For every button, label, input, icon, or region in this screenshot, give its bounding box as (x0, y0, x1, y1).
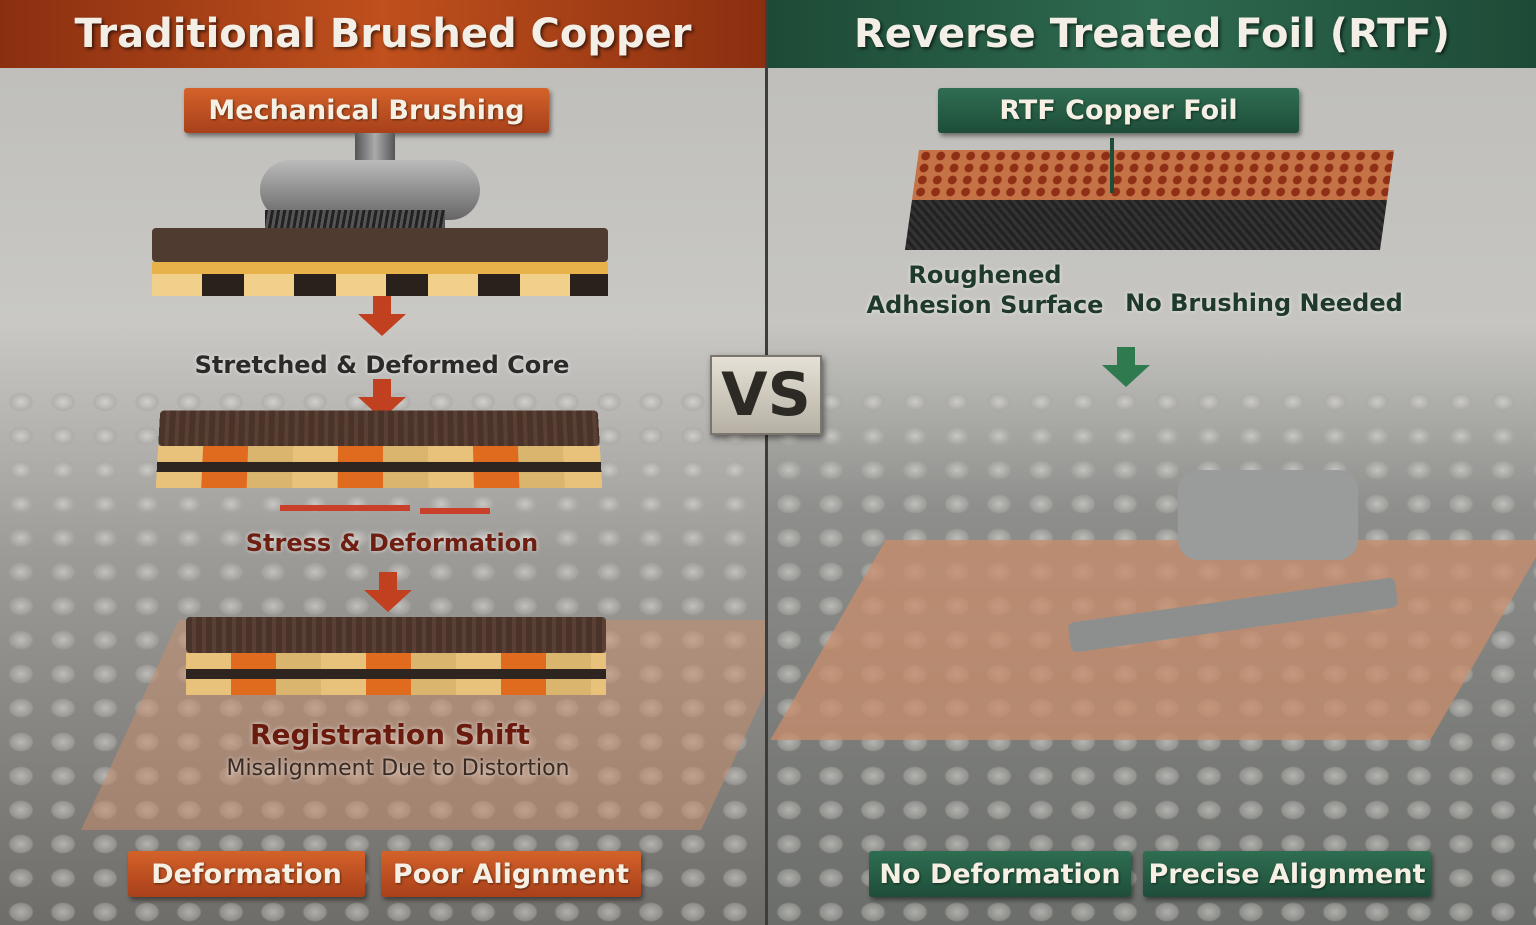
stress-deformation-label: Stress & Deformation (245, 529, 539, 557)
stress-arrow-icon (280, 505, 410, 511)
robot-head (1178, 470, 1358, 560)
registration-shift-title: Registration Shift (249, 718, 531, 751)
divider (765, 0, 768, 925)
deformed-board (155, 410, 603, 489)
precise-alignment-badge: Precise Alignment (1143, 851, 1431, 897)
shifted-board (186, 617, 606, 695)
vs-badge: VS (710, 355, 822, 435)
arrow-down-icon (364, 572, 412, 612)
no-brushing-label: No Brushing Needed (1125, 289, 1403, 317)
callout-line (1110, 138, 1114, 193)
left-header: Traditional Brushed Copper (0, 0, 766, 68)
deformation-badge: Deformation (128, 851, 365, 897)
rtf-copper-foil-label: RTF Copper Foil (938, 88, 1299, 133)
registration-shift-subtitle: Misalignment Due to Distortion (226, 756, 570, 781)
stretched-core-label: Stretched & Deformed Core (194, 351, 570, 379)
rtf-foil-illustration (904, 150, 1395, 250)
roughened-surface-label: Roughened Adhesion Surface (866, 261, 1104, 319)
right-header: Reverse Treated Foil (RTF) (768, 0, 1536, 68)
mechanical-brushing-label: Mechanical Brushing (184, 88, 549, 133)
right-panel (768, 0, 1536, 925)
arrow-down-icon (358, 296, 406, 336)
arrow-down-icon (1102, 347, 1150, 387)
poor-alignment-badge: Poor Alignment (381, 851, 641, 897)
stress-arrow-icon (420, 508, 490, 514)
no-deformation-badge: No Deformation (869, 851, 1131, 897)
brushed-board (152, 228, 608, 296)
